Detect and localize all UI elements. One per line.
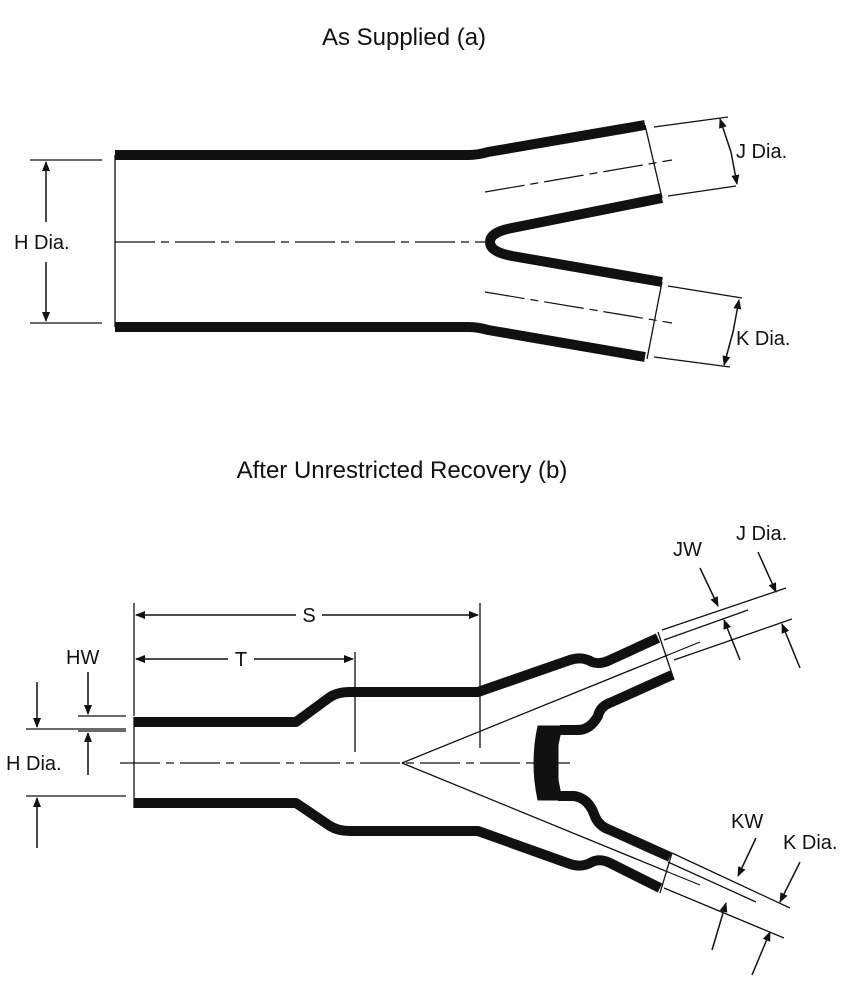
recovered-k-ext-inner xyxy=(663,887,785,939)
supplied-j-ext-bottom xyxy=(667,185,737,197)
recovered-k-arrow-up xyxy=(751,931,771,976)
recovered-j-ext-outer xyxy=(661,587,787,631)
supplied-upper-centerline xyxy=(484,159,673,193)
recovered-jw-ext xyxy=(663,609,749,641)
recovered-upper-branch-inner xyxy=(560,670,675,735)
recovered-s-label: S xyxy=(302,605,315,627)
recovered-lower-branch-end xyxy=(659,852,673,894)
supplied-j-dia-label: J Dia. xyxy=(736,141,787,163)
supplied-upper-wall xyxy=(115,120,646,160)
recovered-lower-centerline-ext xyxy=(667,871,701,886)
recovered-jw-arrow-up xyxy=(723,619,741,661)
recovered-kw-arrow-down xyxy=(737,837,757,877)
recovered-h-dia-label: H Dia. xyxy=(6,753,62,775)
recovered-j-dia-label: J Dia. xyxy=(736,523,787,545)
recovered-title: After Unrestricted Recovery (b) xyxy=(237,457,568,484)
recovered-kw-arrow-up xyxy=(711,902,728,951)
recovered-t-label: T xyxy=(235,649,247,671)
recovered-k-dia-label: K Dia. xyxy=(783,832,837,854)
supplied-crotch xyxy=(485,193,663,287)
recovered-view: After Unrestricted Recovery (b) S T HW xyxy=(6,457,837,976)
recovered-j-ext-inner xyxy=(673,618,793,661)
recovered-jw-label: JW xyxy=(673,539,702,561)
supplied-k-dia-label: K Dia. xyxy=(736,328,790,350)
supplied-j-ext-top xyxy=(653,116,729,128)
recovered-hw-label: HW xyxy=(66,647,99,669)
recovered-lower-wall xyxy=(134,798,663,893)
supplied-j-arrow-2 xyxy=(730,151,740,185)
supplied-k-ext-top xyxy=(667,285,743,299)
recovered-kw-label: KW xyxy=(731,811,763,833)
recovered-lower-centerline xyxy=(401,762,669,873)
supplied-k-arrow-2 xyxy=(722,331,734,366)
recovered-lower-branch-inner xyxy=(558,791,673,862)
supplied-view: As Supplied (a) H Dia. J Dia. K Dia. xyxy=(14,24,790,368)
supplied-k-ext-bottom xyxy=(653,356,731,368)
supplied-k-arrow xyxy=(732,299,742,333)
recovered-j-arrow-up xyxy=(781,623,801,669)
supplied-upper-branch-end xyxy=(644,124,663,199)
supplied-title: As Supplied (a) xyxy=(322,24,486,51)
supplied-lower-wall xyxy=(115,322,646,362)
supplied-lower-centerline xyxy=(484,291,673,324)
recovered-kw-ext xyxy=(667,861,757,903)
recovered-upper-centerline-ext xyxy=(667,641,701,656)
recovered-k-ext-outer xyxy=(671,852,791,909)
supplied-j-arrow xyxy=(719,118,732,153)
recovered-upper-centerline xyxy=(401,654,669,764)
recovered-j-arrow-down xyxy=(757,551,777,593)
supplied-h-dia-label: H Dia. xyxy=(14,232,70,254)
recovered-k-arrow-down xyxy=(779,861,801,903)
recovered-upper-wall xyxy=(134,633,661,727)
recovered-jw-arrow-down xyxy=(699,567,719,607)
